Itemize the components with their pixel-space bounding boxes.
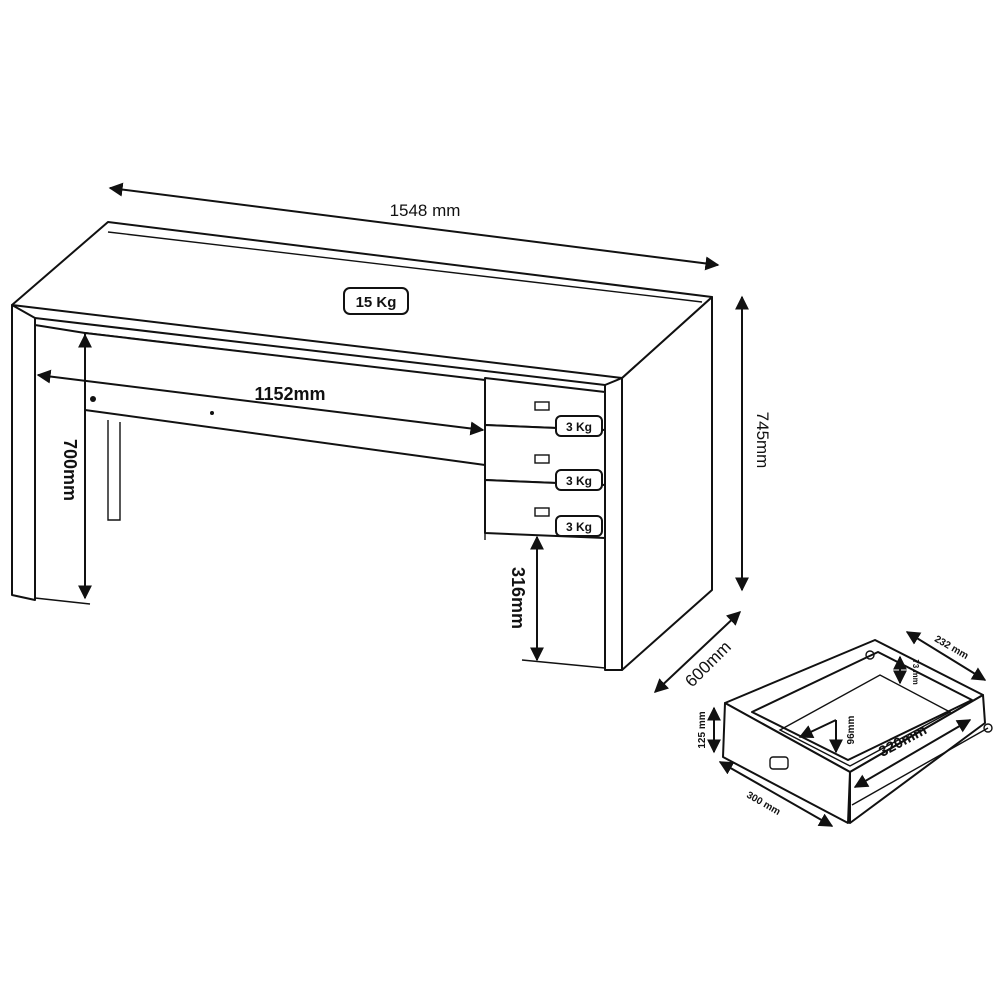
load-badge-drawer-2: 3 Kg: [555, 469, 603, 491]
depth-dimension-arrow: [653, 611, 742, 693]
svg-text:15 Kg: 15 Kg: [356, 294, 397, 311]
cable-hole-icon: [90, 396, 96, 402]
drawer-length-arrow: [853, 719, 972, 788]
inner-width-arrow: [36, 369, 485, 436]
load-badge-drawer-1: 3 Kg: [555, 415, 603, 437]
clearance-extension: [521, 659, 606, 669]
svg-text:3 Kg: 3 Kg: [566, 520, 592, 534]
load-badge-drawer-3: 3 Kg: [555, 515, 603, 537]
drawer-depth-arrow: [905, 631, 987, 681]
drawer-side-height-label: 73 mm: [911, 659, 920, 684]
screw-icon: [210, 411, 214, 415]
right-leg: [604, 377, 623, 671]
svg-text:3 Kg: 3 Kg: [566, 474, 592, 488]
width-dimension-arrow: [108, 182, 720, 271]
width-label: 1548 mm: [390, 201, 461, 220]
inner-height-label: 700mm: [60, 439, 80, 501]
drawer-hole-icon: [865, 650, 875, 660]
drawer-inner-height-label: 96mm: [846, 715, 857, 744]
drawer-front-height-label: 125 mm: [697, 711, 708, 748]
height-label: 745mm: [753, 412, 772, 469]
inner-height-extension: [34, 597, 91, 605]
drawer-depth-label: 232 mm: [932, 634, 970, 662]
left-leg: [11, 304, 36, 601]
svg-text:3 Kg: 3 Kg: [566, 420, 592, 434]
drawer-handle-icon: [534, 507, 550, 517]
depth-label: 600mm: [681, 637, 735, 691]
drawer-handle-icon: [534, 401, 550, 411]
back-leg-inner: [107, 420, 121, 521]
drawer-bottom: [778, 674, 952, 767]
inner-width-label: 1152mm: [254, 384, 325, 404]
drawer-inner-pointer-arrow: [798, 719, 837, 738]
drawer-clearance-label: 316mm: [508, 567, 528, 629]
load-badge-top: 15 Kg: [343, 287, 409, 315]
drawer-front-width-arrow: [718, 761, 834, 827]
rail-wheel-icon: [983, 723, 993, 733]
drawer-handle-icon: [534, 454, 550, 464]
